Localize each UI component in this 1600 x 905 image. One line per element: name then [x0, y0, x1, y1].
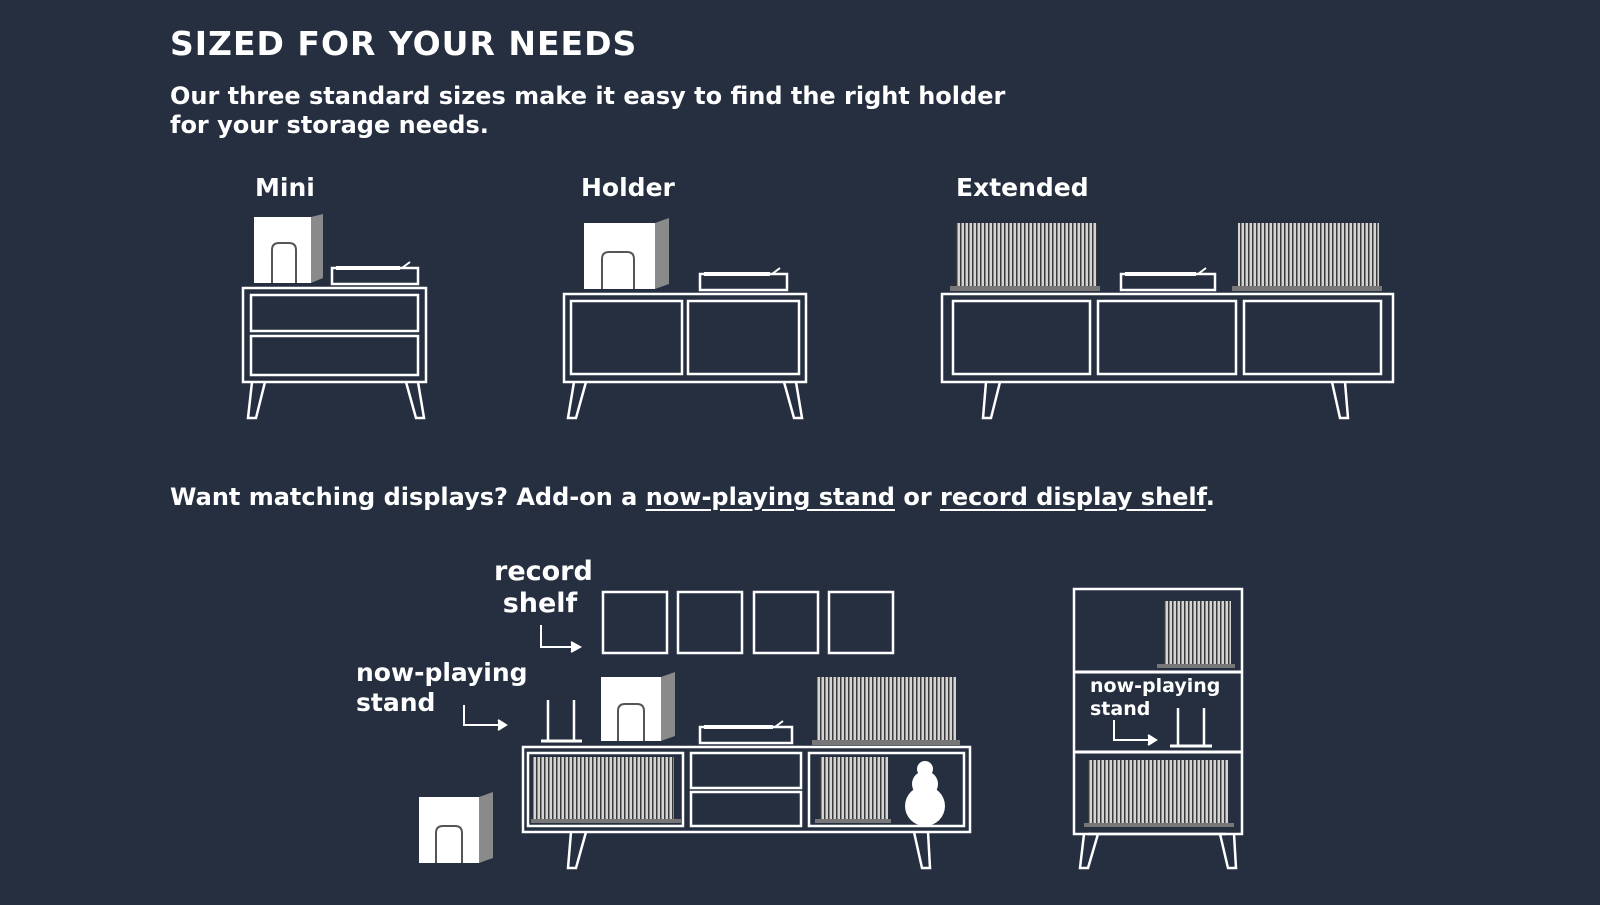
snowman-figurine-icon [905, 761, 945, 826]
record-shelf-arrow-icon [540, 625, 583, 653]
extended-turntable-icon [1119, 267, 1217, 292]
size-label-holder: Holder [581, 173, 675, 202]
addon-prefix: Want matching displays? Add-on a [170, 483, 646, 511]
addon-middle: or [894, 483, 941, 511]
bottom-turntable-icon [698, 720, 794, 745]
mini-holder-icon [254, 214, 323, 283]
holder-cabinet-icon [562, 292, 808, 420]
now-playing-callout: now-playing stand [356, 658, 528, 718]
record-display-shelf-link[interactable]: record display shelf [940, 483, 1206, 511]
record-shelf-callout-line2: shelf [502, 588, 578, 620]
right-now-playing-callout: now-playing stand [1090, 675, 1220, 721]
bottom-holder-icon [601, 672, 675, 741]
now-playing-stand-icon [541, 700, 582, 743]
now-playing-stand-link[interactable]: now-playing stand [645, 483, 895, 511]
bookcase-now-playing-stand-icon [1170, 708, 1212, 748]
mini-turntable-icon [330, 261, 420, 286]
page-subtitle: Our three standard sizes make it easy to… [170, 82, 1050, 140]
record-shelf-callout: record shelf [494, 556, 593, 621]
extended-record-bins-icon [950, 223, 1382, 291]
subtitle-line-1: Our three standard sizes make it easy to… [170, 82, 1006, 110]
addon-suffix: . [1205, 483, 1215, 511]
floor-holder-icon [419, 792, 493, 863]
bookcase-arrow-icon [1113, 720, 1158, 746]
mini-cabinet-icon [241, 286, 428, 420]
right-now-playing-callout-line2: stand [1090, 697, 1151, 720]
record-shelf-callout-line1: record [494, 556, 593, 587]
holder-turntable-icon [698, 267, 789, 292]
extended-cabinet-icon [940, 292, 1395, 420]
right-now-playing-callout-line1: now-playing [1090, 675, 1221, 697]
record-shelves-icon [601, 590, 895, 655]
holder-holder-icon [584, 218, 669, 289]
subtitle-line-2: for your storage needs. [170, 111, 489, 139]
now-playing-callout-line1: now-playing [356, 658, 528, 687]
bottom-cabinet-icon [521, 745, 972, 870]
now-playing-arrow-icon [463, 705, 508, 731]
bookcase-icon [1072, 587, 1244, 870]
addon-sentence: Want matching displays? Add-on a now-pla… [170, 483, 1215, 511]
bottom-top-records-icon [812, 677, 960, 745]
size-label-mini: Mini [255, 173, 315, 202]
now-playing-callout-line2: stand [356, 688, 436, 717]
page-title: SIZED FOR YOUR NEEDS [170, 24, 638, 63]
size-label-extended: Extended [956, 173, 1089, 202]
